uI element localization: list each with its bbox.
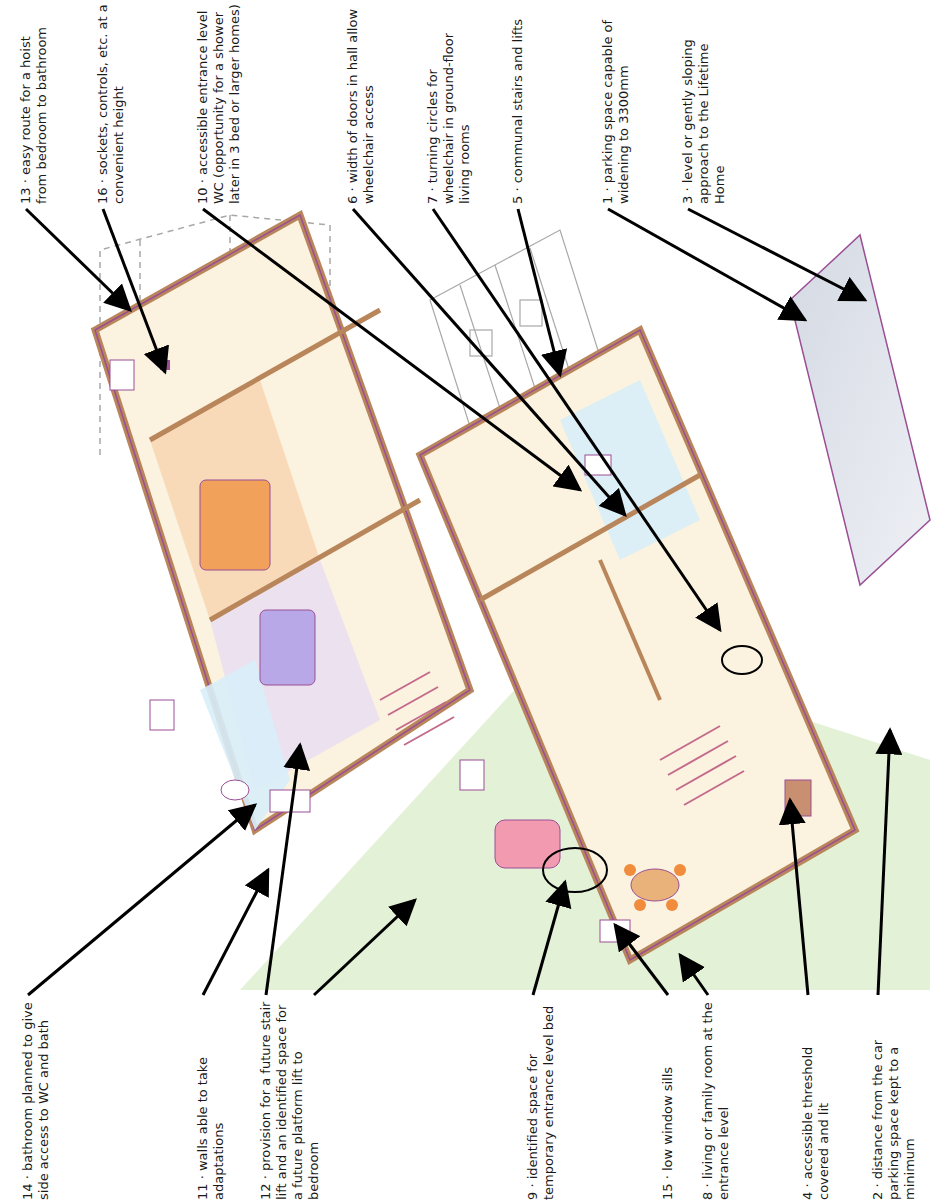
callout-label: 8 · living or family room at the entranc…	[700, 1000, 732, 1200]
callout-label: 2 · distance from the car parking space …	[870, 1000, 918, 1200]
callout-label: 11 · walls able to take adaptations	[195, 1000, 227, 1200]
callout-label: 14 · bathroom planned to give side acces…	[20, 1000, 52, 1200]
leader-arrow	[266, 745, 300, 995]
callout-label: 9 · identified space for temporary entra…	[525, 1000, 557, 1200]
leader-arrow	[615, 925, 668, 995]
leader-arrow	[203, 870, 268, 995]
leader-arrow	[680, 955, 708, 995]
leader-arrow	[878, 730, 890, 995]
leader-arrow	[533, 882, 565, 995]
callout-label: 4 · accessible threshold covered and lit	[800, 1000, 832, 1200]
callout-label: 5 · communal stairs and lifts	[510, 4, 526, 204]
callout-label: 1 · parking space capable of widening to…	[600, 4, 632, 204]
parking-space	[790, 235, 930, 585]
callout-label: 13 · easy route for a hoist from bedroom…	[18, 4, 50, 204]
leader-arrow	[314, 900, 415, 995]
callout-label: 6 · width of doors in hall allow wheelch…	[345, 4, 377, 204]
callout-label: 3 · level or gently sloping approach to …	[680, 4, 728, 204]
callout-label: 15 · low window sills	[660, 1000, 676, 1200]
upper-floor	[95, 215, 470, 830]
callout-label: 16 · sockets, controls, etc. at a conven…	[95, 4, 127, 204]
callout-label: 7 · turning circles for wheelchair in gr…	[425, 4, 473, 204]
leader-arrow	[103, 209, 165, 372]
leader-arrow	[353, 209, 625, 515]
callout-label: 12 · provision for a future stair lift a…	[258, 1000, 322, 1200]
leader-arrow	[433, 209, 720, 630]
leader-arrow	[790, 800, 808, 995]
leader-arrow	[608, 209, 805, 320]
leader-arrow	[26, 209, 130, 310]
leader-arrow	[518, 209, 560, 375]
leader-arrow	[688, 209, 865, 300]
callout-label: 10 · accessible entrance level WC (oppor…	[195, 4, 243, 204]
ground-floor	[420, 330, 855, 960]
leader-arrow	[28, 805, 255, 995]
